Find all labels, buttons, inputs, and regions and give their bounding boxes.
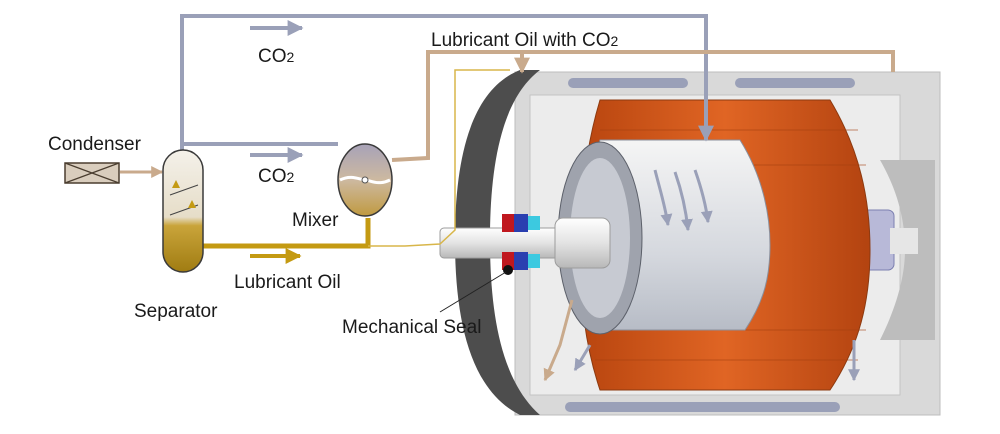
shaft-hub: [554, 217, 611, 269]
label-co2-main: CO2: [258, 46, 295, 67]
oil-seal-feed: [368, 69, 510, 247]
mixer: [337, 143, 393, 217]
top-channel-right: [735, 78, 855, 88]
motor-assembly: [439, 70, 941, 416]
mechanical-seal-leader: [439, 271, 507, 313]
drain-left: [543, 299, 574, 382]
label-separator: Separator: [134, 301, 218, 322]
internal-flow-arrows: [653, 169, 713, 232]
label-co2-main-sub: 2: [287, 49, 295, 65]
oil-with-co2-pipe: [391, 50, 895, 162]
co2-top-pipe: [180, 14, 714, 150]
mechanical-seal: [502, 214, 540, 275]
top-channel-left: [568, 78, 688, 88]
separator: [162, 149, 204, 273]
label-oil-with-co2-sub: 2: [611, 33, 619, 49]
label-condenser: Condenser: [48, 134, 142, 155]
label-mechanical-seal: Mechanical Seal: [342, 317, 481, 338]
label-mixer: Mixer: [292, 210, 339, 231]
label-oil-with-co2: Lubricant Oil with CO2: [431, 30, 619, 51]
label-co2-mixer-sub: 2: [287, 169, 295, 185]
label-co2-mixer: CO2: [258, 166, 295, 187]
lubricant-oil-pipe: [202, 218, 371, 249]
right-shaft-stub: [890, 228, 918, 254]
bottom-channel: [565, 402, 840, 412]
condenser: [64, 162, 120, 184]
left-end-bell: [455, 70, 540, 415]
label-lubricant-oil: Lubricant Oil: [234, 272, 341, 293]
drain-bottom: [573, 344, 592, 372]
